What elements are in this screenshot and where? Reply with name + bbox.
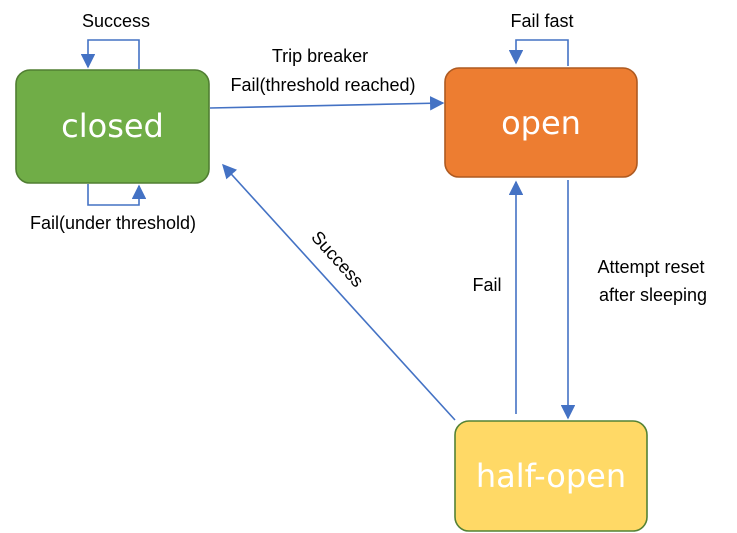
state-half-open-label: half-open [476, 457, 626, 495]
open-self-label: Fail fast [510, 11, 573, 31]
half-open-to-closed-arrow [222, 163, 456, 421]
half-open-to-open-label: Fail [472, 275, 501, 295]
state-closed-box [15, 69, 210, 184]
state-open: open [444, 67, 638, 178]
closed-self-success-label: Success [82, 11, 150, 31]
closed-self-fail-arrow [87, 184, 147, 206]
open-to-half-open-label-line2: after sleeping [599, 285, 707, 305]
closed-to-open-label-line1: Trip breaker [272, 46, 368, 66]
state-closed: closed [15, 69, 210, 184]
state-open-box [444, 67, 638, 178]
closed-to-open-arrow [209, 96, 445, 111]
half-open-to-closed-label: Success [307, 227, 367, 291]
state-open-label: open [501, 104, 581, 142]
state-closed-label: closed [61, 107, 164, 145]
open-self-arrow [508, 39, 569, 66]
open-to-half-open-label-line1: Attempt reset [597, 257, 704, 277]
state-half-open: half-open [454, 420, 648, 532]
closed-self-success-arrow [80, 39, 140, 69]
closed-self-fail-label: Fail(under threshold) [30, 213, 196, 233]
closed-to-open-label-line2: Fail(threshold reached) [230, 75, 415, 95]
state-half-open-box [454, 420, 648, 532]
